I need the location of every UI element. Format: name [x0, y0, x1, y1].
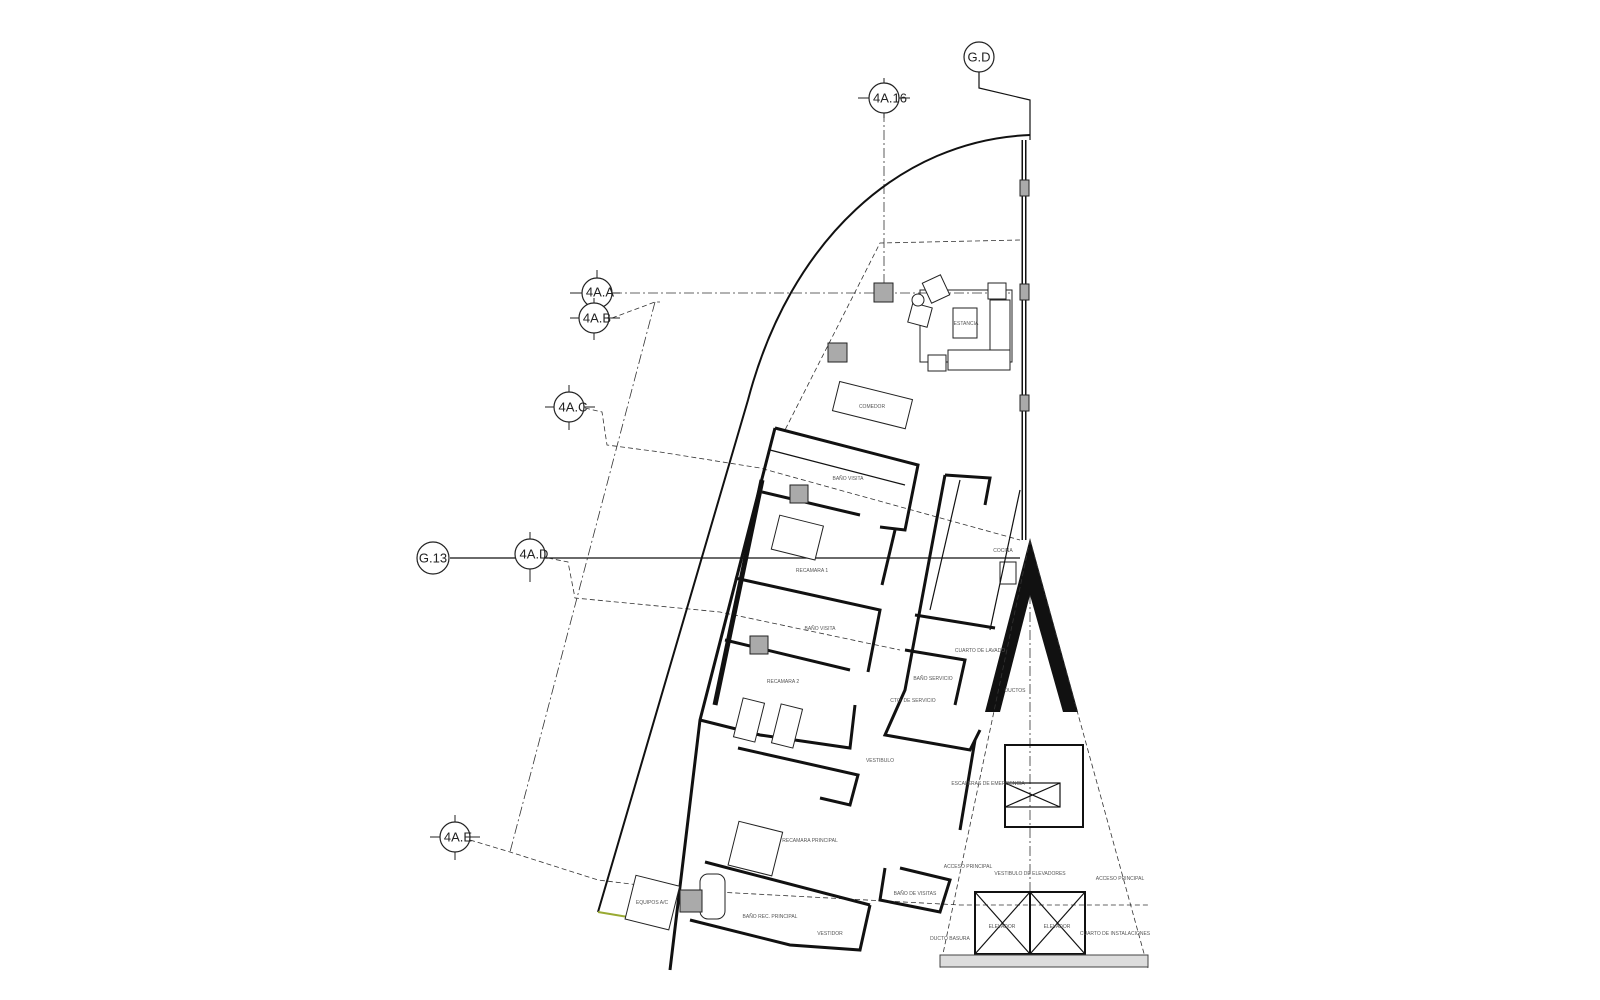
- label-recamara-principal: RECAMARA PRINCIPAL: [782, 838, 838, 844]
- label-vestidor: VESTIDOR: [817, 931, 843, 937]
- label-cuarto-instalaciones: CUARTO DE INSTALACIONES: [1080, 931, 1151, 937]
- grid-bubble-4aa: 4A.A: [570, 270, 620, 315]
- grid-bubble-4ab: 4A.B: [570, 298, 620, 340]
- room-labels: ESTANCIA COMEDOR BAÑO VISITA RECAMARA 1 …: [636, 321, 1151, 942]
- label-cto-servicio: CTO. DE SERVICIO: [890, 698, 935, 704]
- label-acceso-1: ACCESO PRINCIPAL: [944, 864, 993, 870]
- label-bano-rec: BAÑO REC. PRINCIPAL: [743, 913, 798, 920]
- svg-text:G.13: G.13: [419, 550, 447, 565]
- label-elevador-2: ELEVADOR: [1044, 924, 1071, 930]
- gridline-gd: [978, 72, 1031, 140]
- grid-bubbles: G.D 4A.16 4A.A 4A.B 4A.C G.13 4A.D 4A.E: [416, 41, 995, 860]
- grid-bubble-4ac: 4A.C: [545, 385, 595, 430]
- label-vestibulo-elevadores: VESTIBULO DE ELEVADORES: [994, 871, 1066, 877]
- label-bano-visita-2: BAÑO VISITA: [804, 625, 836, 632]
- svg-text:4A.D: 4A.D: [520, 546, 549, 561]
- grid-bubble-4a16: 4A.16: [858, 78, 910, 118]
- svg-text:4A.E: 4A.E: [444, 829, 473, 844]
- label-vestibulo: VESTIBULO: [866, 758, 894, 764]
- label-bano-servicio: BAÑO SERVICIO: [913, 675, 952, 682]
- gridline-4ac: [584, 407, 1021, 541]
- label-cuarto-lavado: CUARTO DE LAVADO: [955, 648, 1005, 654]
- gridline-4ad: [547, 557, 901, 651]
- grid-bubble-gd: G.D: [963, 41, 995, 73]
- label-escaleras: ESCALERAS DE EMERGENCIA: [951, 781, 1025, 787]
- label-ducto-basura: DUCTO BASURA: [930, 936, 970, 942]
- svg-text:4A.16: 4A.16: [873, 90, 907, 105]
- label-comedor: COMEDOR: [859, 404, 886, 410]
- grid-bubble-g13: G.13: [416, 541, 450, 575]
- label-elevador-1: ELEVADOR: [989, 924, 1016, 930]
- building-shell: [597, 134, 1031, 971]
- label-acceso-2: ACCESO PRINCIPAL: [1096, 876, 1145, 882]
- grid-bubble-4ae: 4A.E: [430, 815, 480, 860]
- svg-text:4A.B: 4A.B: [583, 310, 611, 325]
- column: [827, 342, 848, 363]
- grid-bubble-4ad: 4A.D: [514, 532, 549, 582]
- column: [873, 282, 894, 303]
- label-estancia: ESTANCIA: [954, 321, 979, 327]
- label-cocina: COCINA: [993, 548, 1013, 554]
- label-bano-visitas: BAÑO DE VISITAS: [894, 890, 937, 897]
- gridline-4ae: [469, 839, 1150, 906]
- label-equipos: EQUIPOS A/C: [636, 900, 669, 906]
- label-recamara-1: RECAMARA 1: [796, 568, 828, 574]
- label-recamara-2: RECAMARA 2: [767, 679, 799, 685]
- gridline-4ab: [611, 301, 660, 319]
- label-ductos: DUCTOS: [1004, 688, 1026, 694]
- svg-text:G.D: G.D: [967, 49, 990, 64]
- gridline-diagonal: [509, 301, 656, 853]
- label-bano-visita-1: BAÑO VISITA: [832, 475, 864, 482]
- svg-text:4A.C: 4A.C: [559, 399, 588, 414]
- svg-text:4A.A: 4A.A: [586, 284, 615, 299]
- core: [878, 538, 1149, 969]
